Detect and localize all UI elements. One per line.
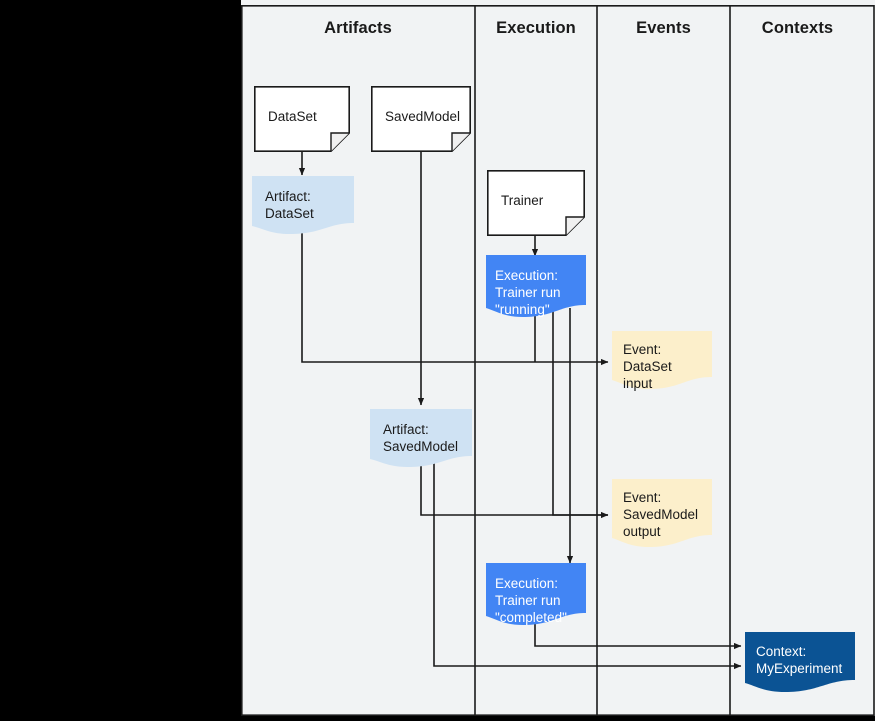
lane-header-execution: Execution xyxy=(496,19,576,37)
trainer-type-node[interactable]: Trainer xyxy=(487,170,585,236)
trainer-type-label: Trainer xyxy=(501,193,544,208)
savedmodel-type-node[interactable]: SavedModel xyxy=(371,86,471,152)
lane-header-events: Events xyxy=(636,19,691,37)
dataset-type-label: DataSet xyxy=(268,109,317,124)
artifact-savedmodel-node[interactable]: Artifact: SavedModel xyxy=(370,409,472,467)
event-dataset-input-node[interactable]: Event: DataSet input xyxy=(612,331,712,391)
context-myexperiment-node[interactable]: Context: MyExperiment xyxy=(745,632,855,692)
execution-completed-label: Execution: Trainer run "completed" xyxy=(495,576,567,625)
event-dataset-input-label: Event: DataSet input xyxy=(623,342,672,391)
savedmodel-type-label: SavedModel xyxy=(385,109,461,124)
execution-running-node[interactable]: Execution: Trainer run "running" xyxy=(486,255,586,317)
lane-header-artifacts: Artifacts xyxy=(324,19,392,37)
artifact-dataset-node[interactable]: Artifact: DataSet xyxy=(252,176,354,234)
artifact-savedmodel-label: Artifact: SavedModel xyxy=(383,422,459,454)
event-savedmodel-output-node[interactable]: Event: SavedModel output xyxy=(612,479,712,547)
event-savedmodel-output-label: Event: SavedModel output xyxy=(623,490,699,539)
execution-running-label: Execution: Trainer run "running" xyxy=(495,268,561,317)
context-myexperiment-label: Context: MyExperiment xyxy=(756,644,843,676)
execution-completed-node[interactable]: Execution: Trainer run "completed" xyxy=(486,563,586,625)
lane-header-contexts: Contexts xyxy=(761,19,834,37)
dataset-type-node[interactable]: DataSet xyxy=(254,86,350,152)
artifact-dataset-label: Artifact: DataSet xyxy=(265,189,314,221)
